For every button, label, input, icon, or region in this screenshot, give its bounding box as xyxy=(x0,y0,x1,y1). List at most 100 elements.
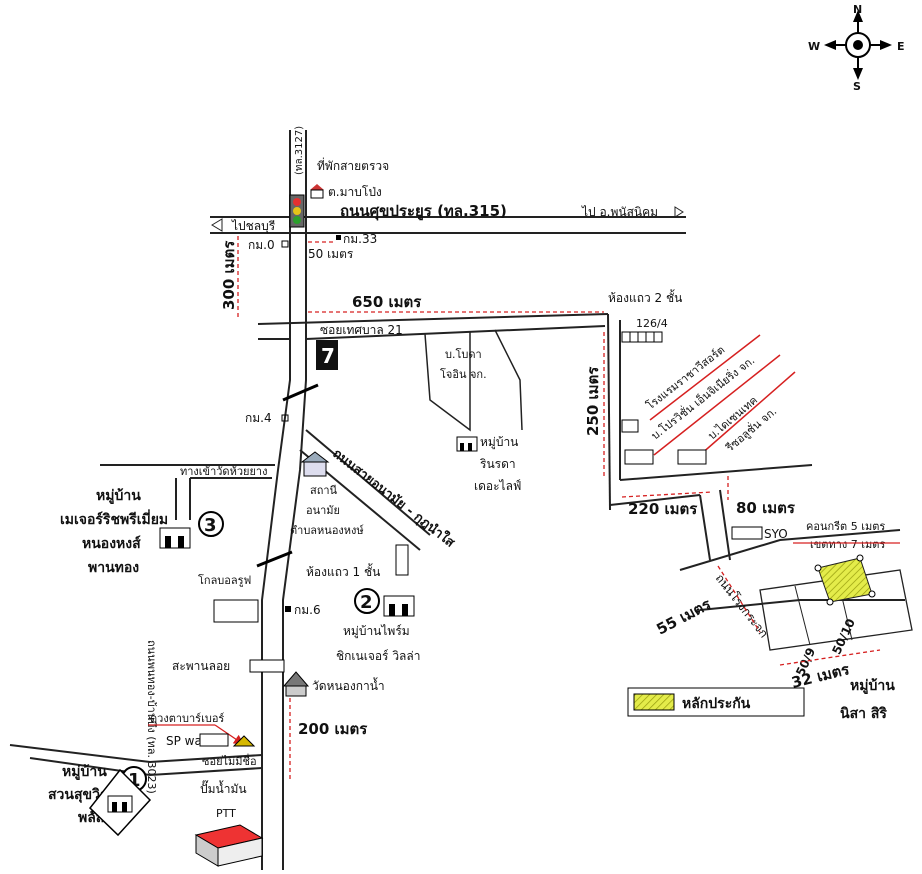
legend: หลักประกัน xyxy=(627,687,805,717)
health-label1: สถานี xyxy=(310,484,338,497)
v2-label2: ชิกเนเจอร์ วิลล่า xyxy=(336,649,421,663)
industrial-road-e xyxy=(719,489,731,561)
room2-label: ห้องแถว 2 ชั้น xyxy=(608,289,682,305)
cross-road-north xyxy=(619,464,813,481)
bodai-label1: บ.โบดา xyxy=(445,347,482,361)
rinrada-label1: หมู่บ้าน xyxy=(480,435,518,450)
syo-factory-icon xyxy=(731,526,763,540)
syo-label: SYO xyxy=(764,527,788,541)
cross-road-south xyxy=(609,494,701,506)
d55-label: 55 เมตร xyxy=(653,595,714,639)
bodai-label2: โจอิน จก. xyxy=(440,367,487,381)
to-wat-label: ทางเข้าวัดห้วยยาง xyxy=(180,465,267,478)
d80-label: 80 เมตร xyxy=(736,499,796,517)
d50-label: 50 เมตร xyxy=(308,247,354,261)
km0-label: กม.0 xyxy=(248,238,275,252)
daisen-pointer xyxy=(699,371,796,456)
compass-w: W xyxy=(808,40,820,53)
legend-swatch xyxy=(633,693,675,711)
compass-n: N xyxy=(853,3,862,16)
d32-line xyxy=(779,649,881,666)
diagonal-road-n xyxy=(305,429,431,536)
main-road-label: ถนนศุขประยูร (ทล.315) xyxy=(340,202,507,221)
ptt-label: PTT xyxy=(216,807,236,820)
d250-label: 250 เมตร xyxy=(584,366,602,436)
industrial-road-w xyxy=(699,494,711,561)
health-station-icon xyxy=(300,451,330,477)
wat-label: วัดหนองกาน้ำ xyxy=(312,677,385,693)
bodai-plot xyxy=(424,332,471,432)
rinrada-label3: เดอะไลฟ์ xyxy=(474,479,521,493)
plot-b-label: 50/10 xyxy=(829,617,858,657)
d220-line xyxy=(621,491,713,498)
phanthong-road-label: ถนนพนทอง-บ้านบึง (ทล. 3023) xyxy=(145,640,158,794)
spwash-icon xyxy=(199,733,229,747)
marker-2 xyxy=(354,588,380,614)
km33-label: กม.33 xyxy=(343,232,377,246)
collateral-plot xyxy=(817,557,873,603)
village-1-icon xyxy=(107,795,133,813)
plot-road-south xyxy=(699,599,905,611)
d300-label: 300 เมตร xyxy=(220,240,238,310)
bodai-road xyxy=(494,329,523,431)
compass-icon: N S W E xyxy=(808,3,905,93)
row-house-icon xyxy=(621,331,663,343)
hotel-label: โรงแรมราชาวีสอร์ต xyxy=(643,342,727,412)
marker-2-number: 2 xyxy=(360,592,373,613)
village-rinrada-icon xyxy=(456,436,478,452)
mabpong-label: ต.มาบโป่ง xyxy=(328,185,382,199)
room1-label: ห้องแถว 1 ชั้น xyxy=(306,563,380,579)
km6-marker-icon xyxy=(285,606,291,612)
village-3-icon xyxy=(159,527,191,549)
v2-label1: หมู่บ้านไพร์ม xyxy=(343,624,410,639)
v3-label3: หนองหงส์ xyxy=(82,535,141,552)
km6-label: กม.6 xyxy=(294,603,321,617)
nisa-label1: หมู่บ้าน xyxy=(850,678,895,694)
health-label2: อนามัย xyxy=(306,504,340,517)
no126-label: 126/4 xyxy=(636,317,668,330)
nisa-label2: นิสา สิริ xyxy=(840,706,887,722)
bridge-label: สะพานลอย xyxy=(172,659,230,673)
barber-icon xyxy=(232,735,256,747)
width7-label: เขตทาง 7 เมตร xyxy=(810,538,885,551)
bridge-icon xyxy=(249,659,285,673)
marker-3 xyxy=(198,511,224,537)
d200-label: 200 เมตร xyxy=(298,720,368,738)
east-road-west-edge xyxy=(607,313,611,511)
to-phanat-label: ไป อ.พนัสนิคม xyxy=(581,205,658,219)
km33-marker-icon xyxy=(336,235,341,240)
seven-eleven-icon: 7 xyxy=(316,340,338,370)
legend-label: หลักประกัน xyxy=(682,696,751,712)
route-3127-label: (ทล.3127) xyxy=(294,126,305,175)
checkpoint-label: ที่พักสายตรวจ xyxy=(317,157,389,173)
factory-icon xyxy=(621,419,707,465)
vertical-road xyxy=(261,130,307,870)
petrol-station-icon xyxy=(194,824,264,867)
d220-label: 220 เมตร xyxy=(628,500,698,518)
svg-text:7: 7 xyxy=(321,344,335,368)
soi-maimi-label: ซอยไม่มีชื่อ xyxy=(202,753,257,768)
km4-label: กม.4 xyxy=(245,411,272,425)
concrete-label: คอนกรีต 5 เมตร xyxy=(806,520,885,533)
factory-global-icon xyxy=(213,599,259,623)
barber-label: ดวงตาบาร์เบอร์ xyxy=(150,712,224,725)
plot-road-north xyxy=(679,529,901,571)
km4-marker-icon xyxy=(281,414,289,422)
soi21-north-edge xyxy=(257,313,609,325)
v1-label1: หมู่บ้าน xyxy=(62,764,107,780)
house-icon xyxy=(310,184,324,199)
v3-label2: เมเจอร์ริชพรีเมี่ยม xyxy=(60,509,168,528)
d55-line xyxy=(717,565,761,633)
v3-label4: พานทอง xyxy=(88,560,139,576)
village-2-icon xyxy=(383,595,415,617)
v3-label1: หมู่บ้าน xyxy=(96,488,141,504)
compass-e: E xyxy=(897,40,905,53)
km0-marker-icon xyxy=(281,240,289,248)
global-label: โกลบอลรูฟ xyxy=(198,573,251,587)
marker-3-number: 3 xyxy=(204,515,217,536)
to-chonburi-label: ไปชลบุรี xyxy=(231,219,276,234)
soi21-label: ซอยเทศบาล 21 xyxy=(320,323,403,337)
rinrada-label2: รินรดา xyxy=(479,457,515,471)
